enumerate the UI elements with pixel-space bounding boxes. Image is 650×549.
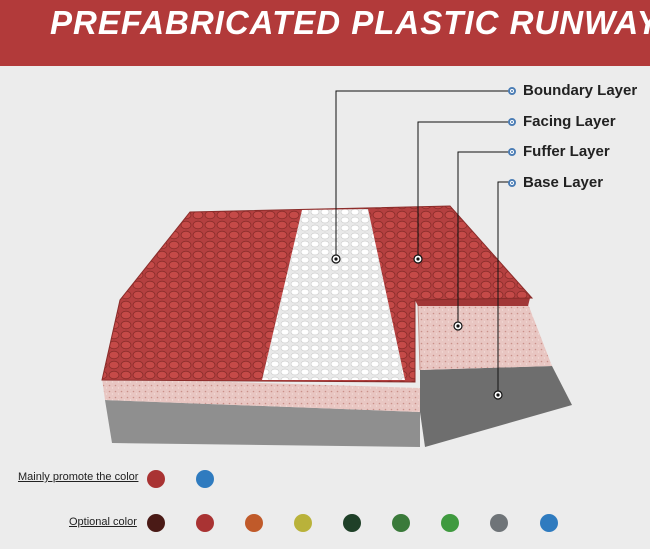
layer-label-text: Base Layer bbox=[523, 174, 604, 191]
bullet-icon bbox=[508, 178, 516, 187]
bullet-icon bbox=[508, 147, 516, 156]
layer-label-facing: Facing Layer bbox=[508, 113, 616, 130]
optional-color-swatch-8 bbox=[490, 514, 508, 532]
bullet-icon bbox=[508, 86, 516, 95]
optional-color-swatch-6 bbox=[392, 514, 410, 532]
layer-label-base: Base Layer bbox=[508, 174, 603, 191]
title-banner: PREFABRICATED PLASTIC RUNWAY bbox=[0, 0, 650, 66]
optional-color-swatch-9 bbox=[540, 514, 558, 532]
layer-label-buffer: Fuffer Layer bbox=[508, 143, 610, 160]
buffer-layer-right bbox=[418, 304, 552, 370]
main-colors-label: Mainly promote the color bbox=[18, 471, 139, 483]
optional-color-swatch-4 bbox=[294, 514, 312, 532]
bullet-icon bbox=[508, 117, 516, 126]
layer-label-boundary: Boundary Layer bbox=[508, 82, 637, 99]
runway-layer-diagram bbox=[101, 90, 572, 447]
boundary-lane bbox=[262, 209, 405, 380]
base-layer-right bbox=[420, 366, 572, 447]
layer-label-text: Facing Layer bbox=[523, 113, 616, 130]
optional-color-swatch-3 bbox=[245, 514, 263, 532]
optional-color-swatch-5 bbox=[343, 514, 361, 532]
layer-label-text: Fuffer Layer bbox=[523, 143, 610, 160]
layer-label-text: Boundary Layer bbox=[523, 82, 638, 99]
base-layer-front bbox=[105, 400, 420, 447]
optional-color-swatch-7 bbox=[441, 514, 459, 532]
main-color-swatch-2 bbox=[196, 470, 214, 488]
page-title: PREFABRICATED PLASTIC RUNWAY bbox=[50, 4, 650, 41]
buffer-layer-front bbox=[102, 378, 420, 412]
main-color-swatch-1 bbox=[147, 470, 165, 488]
optional-color-swatch-2 bbox=[196, 514, 214, 532]
optional-color-swatch-1 bbox=[147, 514, 165, 532]
optional-colors-label: Optional color bbox=[69, 516, 137, 528]
